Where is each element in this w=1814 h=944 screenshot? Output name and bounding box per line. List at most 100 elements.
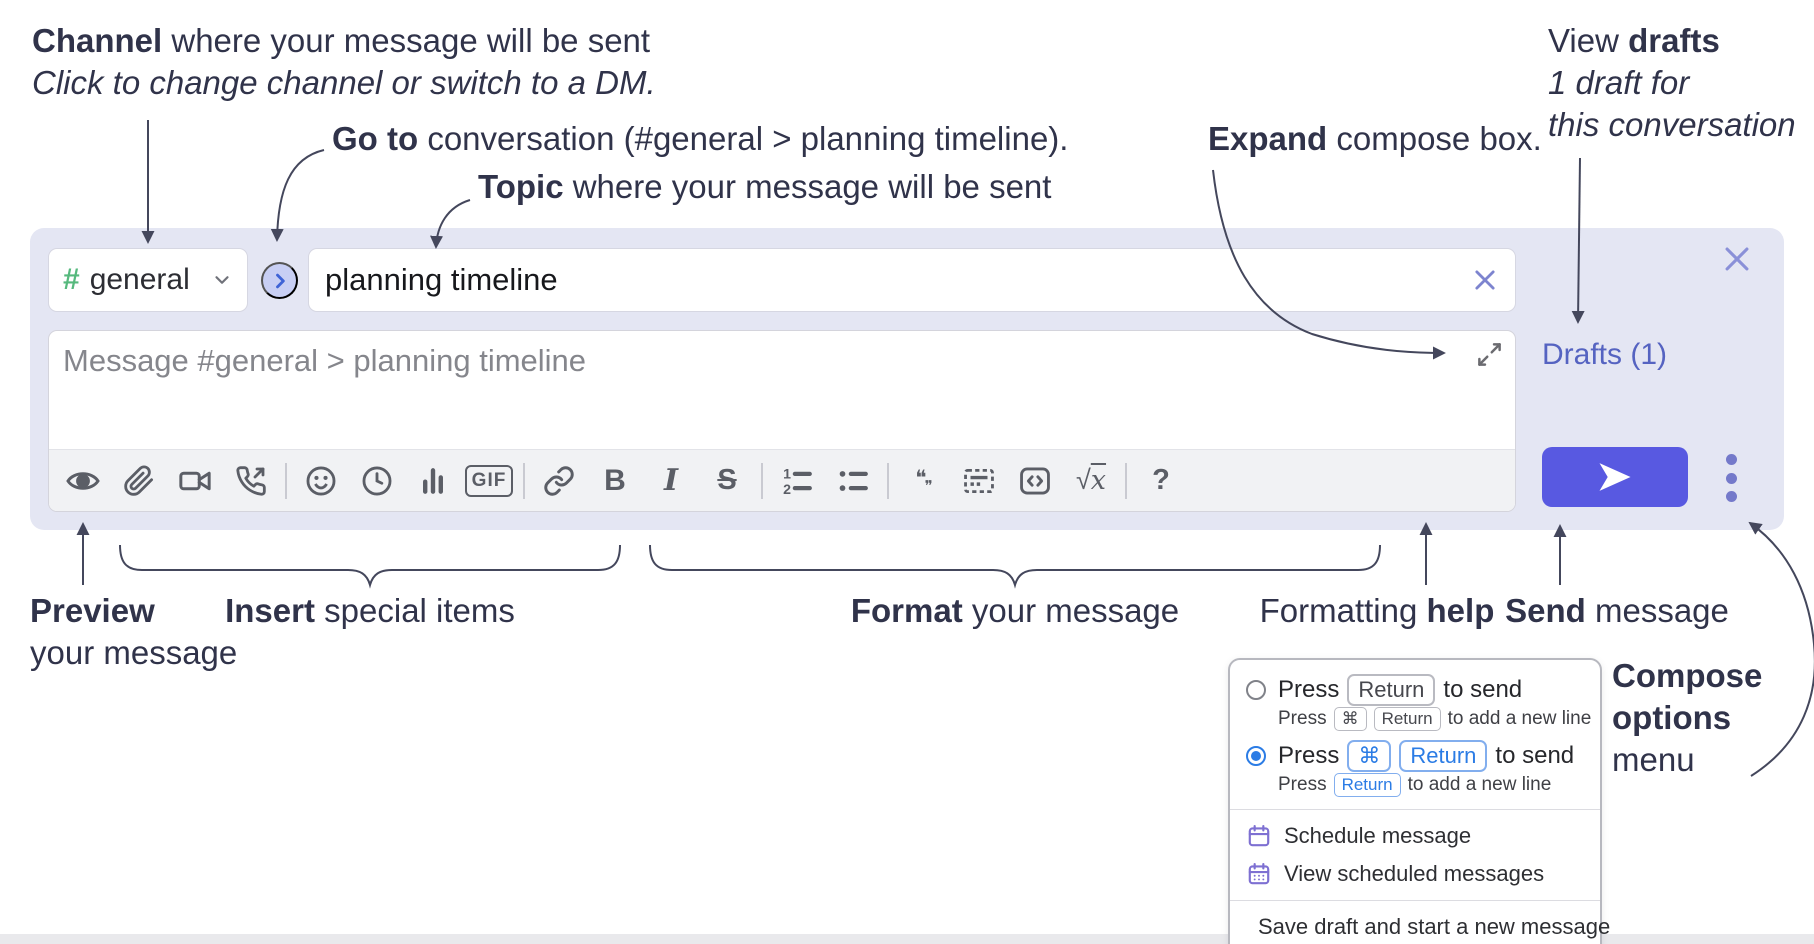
view-drafts-annotation: View drafts 1 draft for this conversatio…	[1548, 22, 1796, 143]
video-call-button[interactable]	[173, 459, 217, 503]
spoiler-icon	[964, 468, 994, 493]
compose-options-annotation: Compose options menu	[1612, 657, 1763, 778]
toolbar-divider	[761, 462, 763, 499]
radio-selected-icon	[1246, 746, 1266, 766]
gif-button[interactable]: GIF	[464, 459, 514, 503]
drafts-link[interactable]: Drafts (1)	[1542, 338, 1668, 371]
link-icon	[544, 465, 574, 496]
compose-options-button[interactable]	[1716, 454, 1746, 502]
send-paper-plane-icon	[1599, 463, 1631, 491]
svg-text:2: 2	[783, 481, 791, 497]
preview-button[interactable]	[61, 459, 105, 503]
format-annotation: Format your message	[850, 592, 1180, 629]
poll-button[interactable]	[411, 459, 455, 503]
radio-unselected-icon	[1246, 680, 1266, 700]
quote-button[interactable]: ❝❞	[901, 459, 945, 503]
topic-input[interactable]	[325, 262, 1471, 298]
message-input[interactable]	[49, 331, 1515, 449]
global-time-button[interactable]	[355, 459, 399, 503]
channel-name: general	[89, 263, 190, 296]
return-key: Return	[1373, 707, 1441, 731]
ellipsis-dot	[1725, 491, 1737, 502]
goto-annotation: Go to conversation (#general > planning …	[332, 120, 1069, 157]
return-key: Return	[1347, 674, 1436, 706]
strikethrough-button[interactable]: S	[705, 459, 749, 503]
channel-annotation-lead: Channel	[32, 22, 163, 59]
italic-button[interactable]: I	[649, 459, 693, 503]
spoiler-button[interactable]	[957, 459, 1001, 503]
eye-icon	[66, 471, 100, 490]
quote-icon: ❝❞	[915, 467, 932, 495]
formatting-help-annotation: Formatting help	[1259, 592, 1495, 629]
smiley-icon	[306, 466, 336, 495]
return-key: Return	[1399, 740, 1488, 772]
preview-annotation: Preview your message	[30, 592, 238, 671]
cmd-key: ⌘	[1333, 707, 1367, 731]
voice-call-button[interactable]	[229, 459, 273, 503]
toolbar-divider	[887, 462, 889, 499]
compose-box: # general Drafts (1)	[30, 228, 1784, 530]
view-scheduled-messages-item[interactable]: View scheduled messages	[1230, 855, 1600, 893]
channel-hash-icon: #	[63, 263, 80, 296]
goto-arrow	[270, 149, 325, 242]
go-to-conversation-button[interactable]	[261, 262, 298, 299]
channel-annotation-sub: Click to change channel or switch to a D…	[32, 64, 656, 101]
close-icon	[1725, 247, 1749, 271]
calendar-grid-icon	[1248, 862, 1270, 885]
insert-brace	[119, 544, 621, 589]
bold-icon: B	[604, 463, 626, 497]
message-box: GIF B I S 12	[48, 330, 1516, 512]
toolbar-divider	[523, 462, 525, 499]
format-brace	[649, 544, 1381, 589]
clock-icon	[362, 466, 392, 495]
chevron-right-icon	[275, 273, 285, 288]
ellipsis-dot	[1725, 472, 1737, 484]
clear-topic-button[interactable]	[1471, 266, 1499, 294]
italic-icon: I	[663, 463, 679, 498]
paperclip-icon	[124, 464, 153, 496]
popup-divider	[1230, 900, 1600, 901]
save-draft-item[interactable]: Save draft and start a new message	[1230, 908, 1610, 944]
bar-chart-icon	[423, 467, 443, 494]
calendar-icon	[1248, 824, 1270, 847]
math-icon: √x	[1075, 465, 1107, 496]
toolbar-divider	[1125, 462, 1127, 499]
strikethrough-icon: S	[717, 464, 737, 496]
send-button[interactable]	[1542, 447, 1688, 507]
cmd-key: ⌘	[1347, 740, 1392, 772]
emoji-button[interactable]	[299, 459, 343, 503]
bulleted-list-icon	[839, 470, 868, 491]
numbered-list-icon: 12	[783, 466, 812, 497]
svg-text:1: 1	[783, 466, 791, 482]
close-compose-button[interactable]	[1720, 242, 1754, 276]
return-key: Return	[1333, 773, 1401, 797]
expand-diagonal-icon	[1478, 343, 1501, 366]
topic-annotation: Topic where your message will be sent	[478, 168, 1052, 205]
bulleted-list-button[interactable]	[831, 459, 875, 503]
bold-button[interactable]: B	[593, 459, 637, 503]
topic-input-wrap	[308, 248, 1516, 312]
expand-annotation: Expand compose box.	[1208, 120, 1542, 157]
ellipsis-dot	[1725, 454, 1737, 465]
popup-divider	[1230, 809, 1600, 810]
link-button[interactable]	[537, 459, 581, 503]
code-button[interactable]	[1013, 459, 1057, 503]
phone-call-icon	[236, 465, 266, 496]
send-annotation: Send message	[1505, 592, 1729, 629]
video-camera-icon	[179, 471, 211, 490]
attach-file-button[interactable]	[117, 459, 161, 503]
channel-selector[interactable]: # general	[48, 248, 248, 312]
close-icon	[1475, 270, 1495, 290]
message-formatting-help-button[interactable]: ?	[1139, 459, 1183, 503]
expand-compose-button[interactable]	[1476, 341, 1503, 368]
code-icon	[1020, 467, 1050, 494]
insert-annotation: Insert special items	[225, 592, 515, 629]
schedule-message-item[interactable]: Schedule message	[1230, 817, 1600, 855]
math-button[interactable]: √x	[1069, 459, 1113, 503]
